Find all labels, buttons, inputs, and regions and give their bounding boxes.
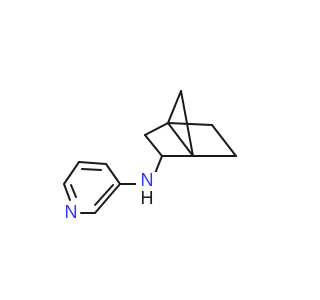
atom-labels: N N H [63,170,158,222]
bond-c1-c4nb-bridge-left [167,122,194,157]
bond-c5-c1 [94,183,121,214]
pyridine-nitrogen-label: N [65,202,78,222]
norbornane-ring [144,90,237,157]
bond-c7-c1-bridge [180,90,194,157]
bond-c4-n [63,183,71,201]
bond-c2-c3-inner [81,168,102,171]
bond-c3-c4nb [144,122,169,136]
molecule-diagram: N N H [63,90,237,222]
pyridine-n-bg [63,202,79,222]
bond-c2-c3 [78,161,107,165]
bond-c4-n-inner [70,184,77,198]
pyridine-ring [63,161,121,214]
amine-nitrogen-label: N [141,170,154,190]
bond-c5-c6nb [211,124,237,157]
bond-c4-c7-bridge [167,90,182,124]
structure-canvas: N N H [63,90,237,222]
bond-c3-c4 [63,161,80,185]
bond-c4-c5nb [167,122,213,126]
amine-label-bg [136,172,158,208]
bond-c2-c3nb [144,134,163,157]
bond-c1-c2 [105,163,121,185]
amine-hydrogen-label: H [141,188,154,208]
bond-c5-c1-inner [94,184,114,206]
